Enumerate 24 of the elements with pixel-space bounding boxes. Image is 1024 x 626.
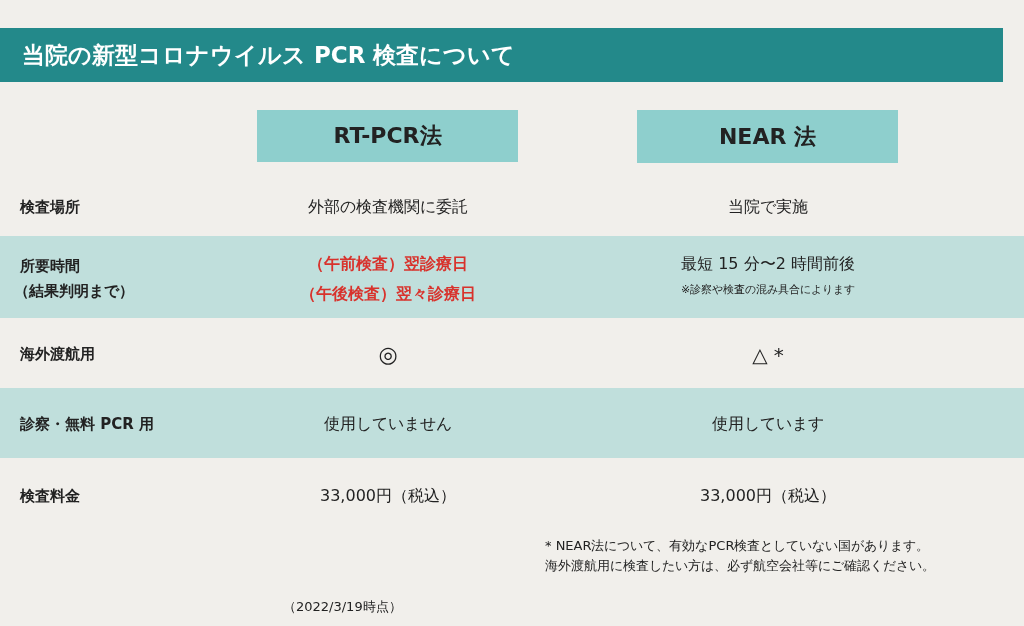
cell-text: ◎ — [378, 341, 398, 369]
cell-text: ※診察や検査の混み具合によります — [680, 283, 856, 297]
note-text: * NEAR法について、有効なPCR検査としていない国があります。 — [545, 538, 930, 554]
cell-text: （午後検査）翌々診療日 — [300, 284, 476, 304]
title-bar: 当院の新型コロナウイルス PCR 検査について — [0, 28, 1003, 82]
row-heading: 所要時間 — [20, 257, 80, 275]
row-heading: （結果判明まで） — [14, 282, 134, 300]
cell-text: 33,000円（税込） — [700, 486, 836, 506]
column-header: NEAR 法 — [637, 110, 898, 163]
note-text: （2022/3/19時点） — [283, 599, 402, 615]
cell-text: 33,000円（税込） — [320, 486, 456, 506]
cell-text: 使用していません — [324, 414, 452, 434]
row-heading: 検査料金 — [20, 487, 80, 505]
cell-text: 使用しています — [712, 414, 824, 434]
row-heading: 診察・無料 PCR 用 — [20, 415, 154, 433]
row-heading: 検査場所 — [20, 198, 80, 216]
cell-text: （午前検査）翌診療日 — [308, 254, 468, 274]
column-header: RT-PCR法 — [257, 110, 518, 162]
cell-text: △ * — [752, 343, 784, 367]
cell-text: 最短 15 分〜2 時間前後 — [681, 254, 855, 274]
cell-text: 外部の検査機関に委託 — [308, 197, 468, 217]
cell-text: 当院で実施 — [728, 197, 808, 217]
row-heading: 海外渡航用 — [20, 345, 95, 363]
note-text: 海外渡航用に検査したい方は、必ず航空会社等にご確認ください。 — [545, 558, 935, 574]
